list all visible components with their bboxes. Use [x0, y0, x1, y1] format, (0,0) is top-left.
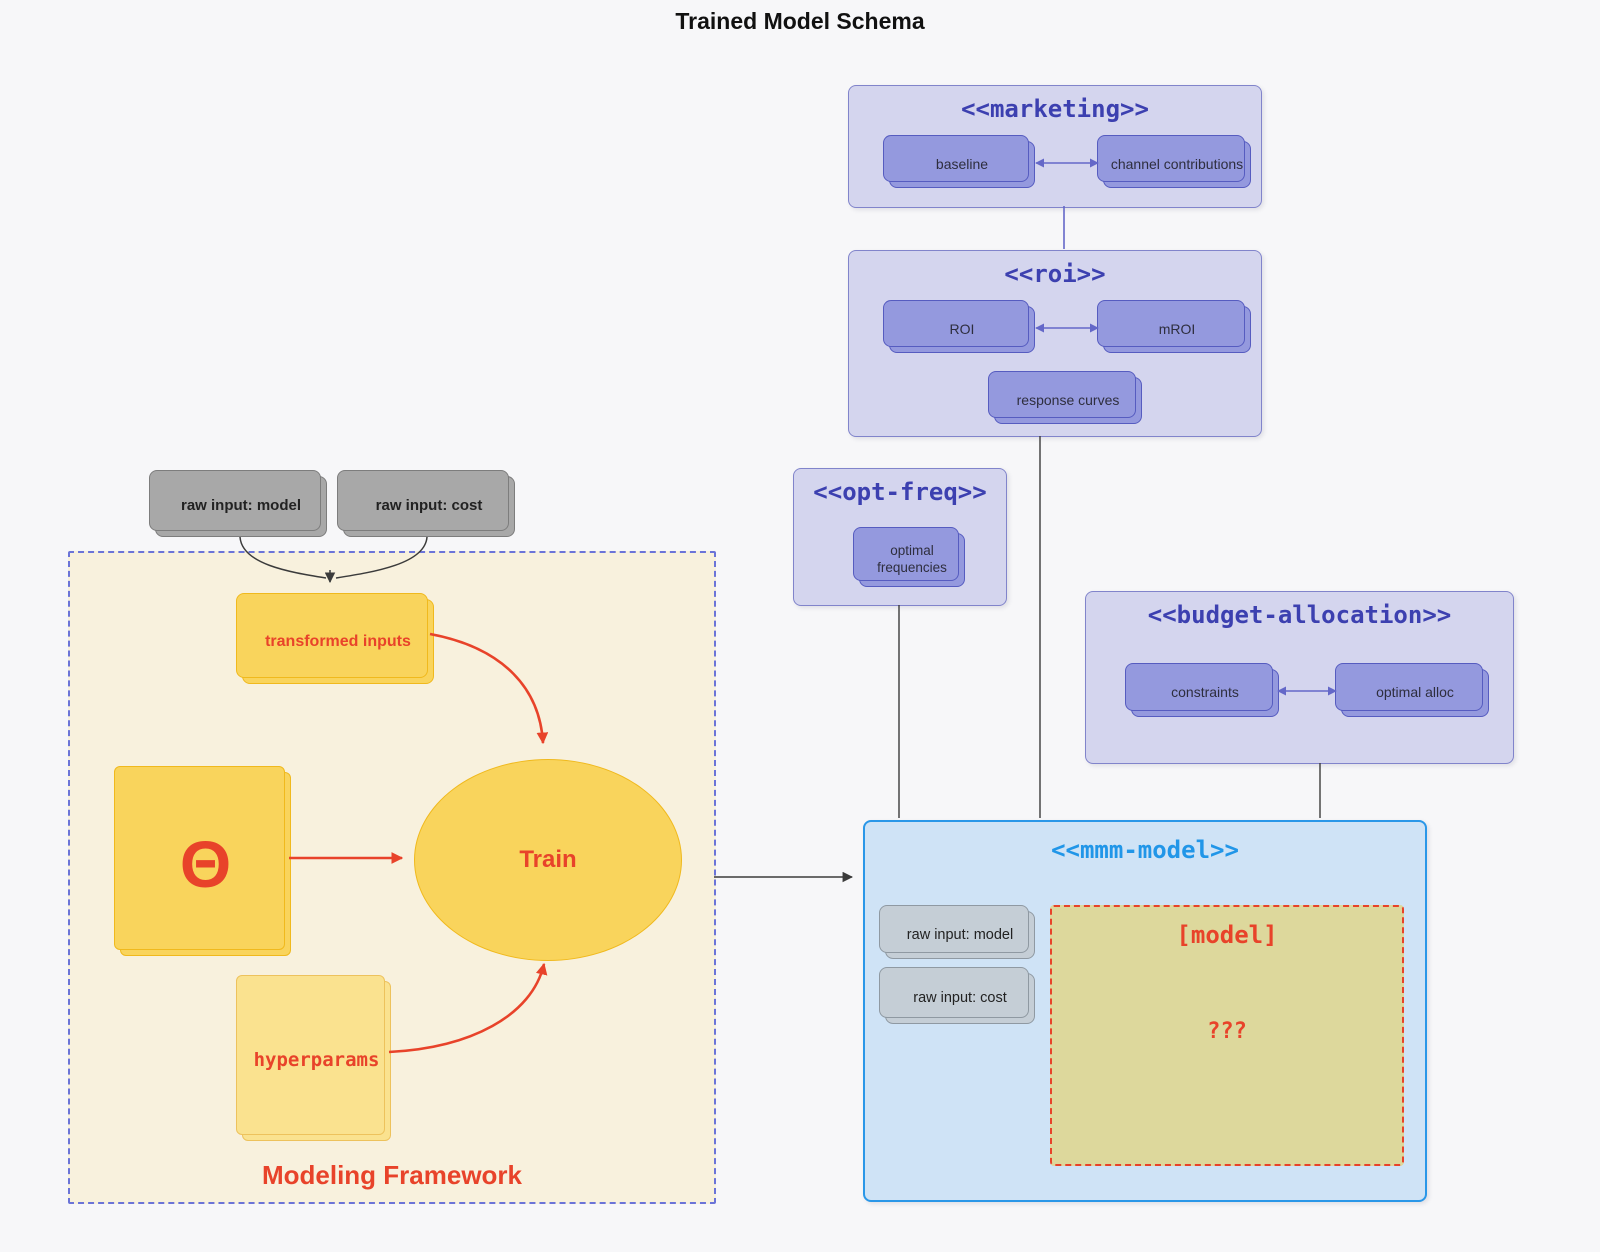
node-raw-input-cost: raw input: cost: [337, 470, 515, 537]
node-roi: ROI: [883, 300, 1035, 353]
node-model-unknown: ???: [1207, 1019, 1247, 1044]
cluster-mmm-model: <<mmm-model>> raw input: model raw input…: [863, 820, 1427, 1202]
cluster-modeling-framework-label: Modeling Framework: [261, 1160, 523, 1190]
node-transformed-inputs: transformed inputs: [236, 593, 434, 684]
cluster-marketing: <<marketing>> baseline channel contribut…: [848, 85, 1262, 208]
cluster-mmm-model-title: <<mmm-model>>: [1051, 836, 1239, 864]
node-model-label: [model]: [1176, 921, 1278, 949]
node-hyperparams: hyperparams: [236, 975, 391, 1141]
cluster-modeling-framework: Modeling Framework transformed inputs Θ …: [68, 551, 716, 1204]
node-train: Train: [414, 759, 682, 961]
cluster-opt-freq-title: <<opt-freq>>: [813, 478, 987, 506]
node-mroi: mROI: [1097, 300, 1251, 353]
cluster-roi-title: <<roi>>: [1004, 260, 1106, 288]
cluster-budget-allocation-title: <<budget-allocation>>: [1147, 601, 1452, 629]
node-constraints: constraints: [1125, 663, 1279, 717]
node-optimal-frequencies: optimal frequencies: [853, 527, 965, 587]
node-baseline: baseline: [883, 135, 1035, 188]
node-mmm-raw-input-cost: raw input: cost: [879, 967, 1035, 1024]
node-mmm-raw-input-model: raw input: model: [879, 905, 1035, 959]
node-channel-contributions: channel contributions: [1097, 135, 1251, 188]
node-response-curves: response curves: [988, 371, 1142, 424]
node-theta: Θ: [114, 766, 291, 956]
node-optimal-alloc: optimal alloc: [1335, 663, 1489, 717]
node-model-placeholder: [model] ???: [1050, 905, 1404, 1166]
cluster-roi: <<roi>> ROI mROI response curves: [848, 250, 1262, 437]
node-raw-input-model: raw input: model: [149, 470, 327, 537]
cluster-opt-freq: <<opt-freq>> optimal frequencies: [793, 468, 1007, 606]
diagram-title: Trained Model Schema: [675, 8, 925, 34]
cluster-marketing-title: <<marketing>>: [961, 95, 1149, 123]
cluster-budget-allocation: <<budget-allocation>> constraints optima…: [1085, 591, 1514, 764]
